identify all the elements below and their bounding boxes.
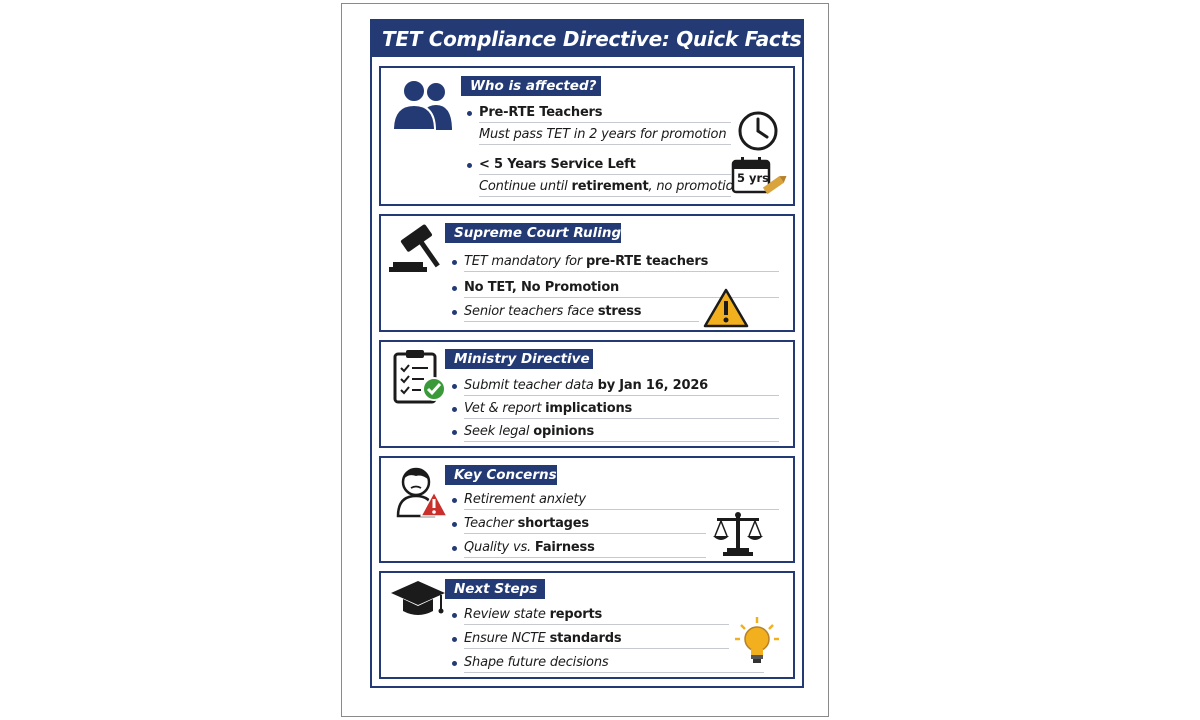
person-alert-icon — [390, 464, 448, 523]
calendar-label: 5 yrs — [737, 171, 770, 185]
section-next-steps: Next Steps Review state reports Ensure N… — [379, 571, 795, 679]
graduation-cap-icon — [389, 579, 447, 624]
infographic-poster: TET Compliance Directive: Quick Facts Wh… — [341, 3, 829, 717]
section-court-ruling: Supreme Court Ruling TET mandatory for p… — [379, 214, 795, 332]
calendar-icon: 5 yrs — [731, 156, 773, 194]
directive-item: Seek legal opinions — [452, 422, 779, 442]
concern-item: Retirement anxiety — [452, 490, 779, 510]
scales-icon — [713, 510, 763, 561]
step-item: Ensure NCTE standards — [452, 629, 729, 649]
infographic-frame: TET Compliance Directive: Quick Facts Wh… — [370, 19, 804, 688]
section-heading: Next Steps — [445, 579, 545, 599]
ruling-item: No TET, No Promotion — [452, 278, 779, 298]
affected-group-desc: Must pass TET in 2 years for promotion — [479, 125, 731, 145]
section-heading: Key Concerns — [445, 465, 557, 485]
people-icon — [389, 78, 459, 135]
step-item: Review state reports — [452, 605, 729, 625]
section-who-affected: Who is affected? Pre-RTE Teachers Must p… — [379, 66, 795, 206]
section-ministry-directive: Ministry Directive Submit teacher data b… — [379, 340, 795, 448]
concern-item: Teacher shortages — [452, 514, 706, 534]
pencil-icon — [761, 172, 789, 201]
ruling-item: Senior teachers face stress — [452, 302, 699, 322]
concern-item: Quality vs. Fairness — [452, 538, 706, 558]
directive-item: Vet & report implications — [452, 399, 779, 419]
affected-group-title: < 5 Years Service Left — [467, 155, 731, 175]
page-title: TET Compliance Directive: Quick Facts — [372, 21, 802, 57]
gavel-icon — [389, 222, 451, 277]
section-heading: Supreme Court Ruling — [445, 223, 621, 243]
section-heading: Who is affected? — [461, 76, 601, 96]
affected-group-desc: Continue until retirement, no promotion — [479, 177, 742, 197]
clock-icon — [737, 110, 779, 157]
step-item: Shape future decisions — [452, 653, 764, 673]
lightbulb-icon — [735, 617, 779, 670]
affected-group-title: Pre-RTE Teachers — [467, 103, 731, 123]
section-heading: Ministry Directive — [445, 349, 593, 369]
section-key-concerns: Key Concerns Retirement anxiety Teacher … — [379, 456, 795, 563]
clipboard-check-icon — [391, 348, 449, 411]
warning-icon — [703, 288, 749, 333]
directive-item: Submit teacher data by Jan 16, 2026 — [452, 376, 779, 396]
ruling-item: TET mandatory for pre-RTE teachers — [452, 252, 779, 272]
